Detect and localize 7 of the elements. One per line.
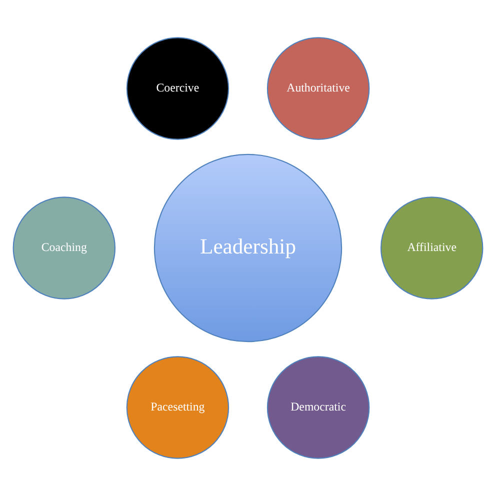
node-circle: Pacesetting — [126, 356, 229, 458]
node-circle: Affiliative — [380, 196, 483, 299]
node-circle: Coaching — [12, 196, 116, 299]
node-circle: Authoritative — [266, 36, 370, 140]
node-circle: Democratic — [266, 356, 370, 458]
node-circle: Leadership — [153, 153, 342, 342]
node-circle: Coercive — [126, 36, 229, 140]
